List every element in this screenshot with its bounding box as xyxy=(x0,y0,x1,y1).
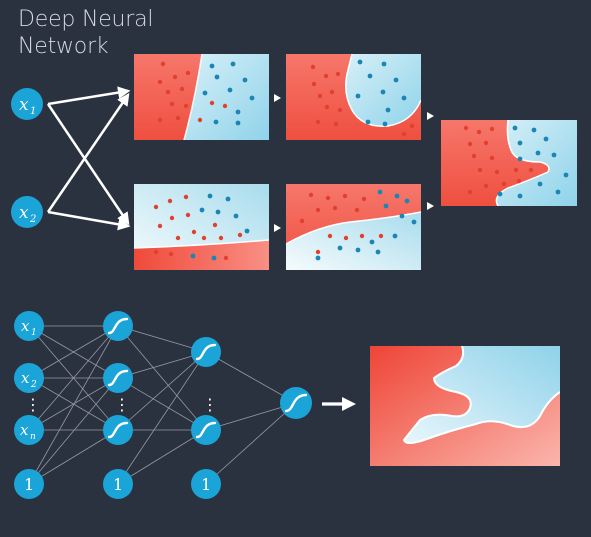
plot-layer2-a xyxy=(286,54,421,140)
bias-node-hidden1: 1 xyxy=(103,469,133,499)
bias-node-input-label: 1 xyxy=(24,475,34,494)
input-node-x2-label: x xyxy=(19,203,29,223)
right-arrow-icon xyxy=(322,397,356,411)
network-input-x2-label: x xyxy=(21,369,30,387)
sigmoid-curve-icon xyxy=(107,369,129,387)
bias-node-hidden2-label: 1 xyxy=(201,475,211,494)
arrow-x1-to-bottom-plot xyxy=(46,103,130,226)
bias-node-input: 1 xyxy=(14,469,44,499)
network-input-x2-subscript: 2 xyxy=(30,380,37,390)
input-to-plot-arrows xyxy=(46,86,131,231)
arrow-x2-to-bottom-plot xyxy=(47,210,131,231)
hidden2-ellipsis: ⋮ xyxy=(202,395,218,414)
arrow-x2-to-top-plot xyxy=(46,92,130,213)
sigmoid-curve-icon xyxy=(195,421,217,439)
plot-layer1-a xyxy=(134,54,269,140)
network-input-node-x2: x 2 xyxy=(14,363,44,393)
input-node-x1: x 1 xyxy=(11,88,43,120)
hidden2-node-1 xyxy=(191,337,221,367)
input-node-x2-subscript: 2 xyxy=(29,214,36,225)
input-node-x2: x 2 xyxy=(11,196,43,228)
hidden-layer-1: ⋮ 1 xyxy=(103,311,133,499)
bias-node-hidden2: 1 xyxy=(191,469,221,499)
plot-layer1-b xyxy=(134,184,269,270)
input-node-x1-label: x xyxy=(19,95,29,115)
page-title: Deep Neural Network xyxy=(18,6,238,60)
sigmoid-curve-icon xyxy=(107,317,129,335)
input-layer: x 1 x 2 ⋮ x n 1 xyxy=(14,311,44,499)
hidden-layer-2: ⋮ 1 xyxy=(191,337,221,499)
network-connections xyxy=(28,325,297,485)
hidden1-node-2 xyxy=(103,363,133,393)
network-input-node-x1: x 1 xyxy=(14,311,44,341)
output-node xyxy=(280,387,312,419)
arrowhead-icon xyxy=(427,202,434,210)
network-input-node-xn: x n xyxy=(14,415,44,445)
network-input-x1-subscript: 1 xyxy=(31,328,37,338)
arrowhead-icon xyxy=(427,112,434,120)
arrowhead-icon xyxy=(274,224,281,232)
input-ellipsis: ⋮ xyxy=(25,395,41,414)
hidden1-ellipsis: ⋮ xyxy=(114,395,130,414)
title-line-1: Deep Neural xyxy=(18,7,154,32)
sigmoid-curve-icon xyxy=(195,343,217,361)
sigmoid-curve-icon xyxy=(107,421,129,439)
network-input-xn-label: x xyxy=(20,421,29,439)
sigmoid-curve-icon xyxy=(284,393,308,413)
arrow-x1-to-top-plot xyxy=(47,86,131,106)
network-output-plot xyxy=(370,346,560,466)
hidden1-node-1 xyxy=(103,311,133,341)
hidden2-node-2 xyxy=(191,415,221,445)
plot-layer2-b xyxy=(286,184,421,270)
plot-output xyxy=(441,120,577,206)
arrowhead-icon xyxy=(274,94,281,102)
title-line-2: Network xyxy=(18,34,109,59)
network-input-x1-label: x xyxy=(21,317,30,335)
hidden1-node-3 xyxy=(103,415,133,445)
input-node-x1-subscript: 1 xyxy=(30,106,36,117)
network-input-xn-subscript: n xyxy=(30,432,36,442)
bias-node-hidden1-label: 1 xyxy=(113,475,123,494)
